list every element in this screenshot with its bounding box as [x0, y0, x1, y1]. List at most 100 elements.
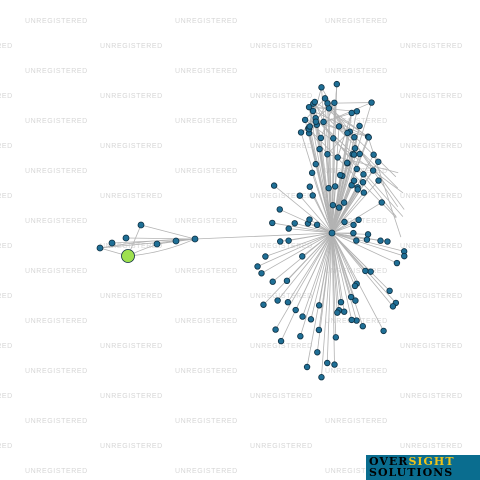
network-node[interactable] [317, 134, 325, 142]
network-node[interactable] [365, 134, 372, 141]
network-node[interactable] [337, 171, 344, 179]
network-node[interactable] [297, 129, 305, 136]
network-node[interactable] [172, 237, 180, 245]
network-node[interactable] [269, 278, 276, 285]
network-node[interactable] [297, 333, 304, 340]
network-node[interactable] [331, 183, 339, 190]
network-node[interactable] [313, 221, 321, 229]
network-node[interactable] [277, 337, 285, 345]
network-node[interactable] [284, 299, 292, 306]
network-node[interactable] [277, 238, 284, 245]
network-node[interactable] [350, 151, 358, 158]
network-node[interactable] [347, 293, 355, 301]
network-node[interactable] [333, 80, 341, 88]
network-node[interactable] [324, 359, 331, 367]
network-node[interactable] [254, 263, 261, 270]
network-node[interactable] [307, 316, 315, 323]
network-node[interactable] [386, 287, 393, 295]
focus-node[interactable] [121, 249, 135, 263]
network-node[interactable] [335, 204, 343, 211]
network-node[interactable] [344, 129, 351, 137]
network-node[interactable] [335, 123, 343, 130]
network-node[interactable] [291, 220, 298, 227]
network-node[interactable] [369, 167, 377, 174]
network-node[interactable] [343, 159, 351, 167]
network-node[interactable] [316, 145, 323, 153]
network-node[interactable] [353, 165, 360, 173]
network-node[interactable] [334, 309, 341, 316]
network-node[interactable] [360, 171, 367, 178]
network-node[interactable] [318, 374, 325, 381]
network-node[interactable] [108, 239, 116, 247]
network-node[interactable] [296, 192, 303, 199]
network-node[interactable] [262, 253, 269, 260]
network-node[interactable] [318, 84, 325, 91]
network-node[interactable] [355, 216, 362, 224]
oversight-solutions-logo[interactable]: OVERSIGHT SOLUTIONS [366, 455, 480, 480]
network-node[interactable] [353, 237, 360, 244]
network-node[interactable] [306, 123, 313, 130]
network-node[interactable] [375, 158, 382, 165]
network-node[interactable] [299, 313, 306, 320]
network-node[interactable] [303, 363, 311, 371]
network-node[interactable] [375, 177, 382, 184]
hub-node[interactable] [328, 229, 336, 237]
network-node[interactable] [389, 303, 397, 310]
network-node[interactable] [329, 201, 337, 209]
network-node[interactable] [312, 160, 319, 168]
network-node[interactable] [308, 169, 316, 177]
network-node[interactable] [360, 189, 368, 196]
network-node[interactable] [315, 302, 323, 309]
network-node[interactable] [350, 177, 358, 184]
network-node[interactable] [309, 192, 316, 199]
network-node[interactable] [356, 150, 363, 158]
network-node[interactable] [314, 349, 321, 356]
network-node[interactable] [292, 306, 299, 314]
network-node[interactable] [359, 179, 367, 186]
network-node[interactable] [348, 109, 355, 117]
network-node[interactable] [299, 253, 306, 260]
network-node[interactable] [370, 151, 377, 158]
network-node[interactable] [341, 218, 348, 226]
network-node[interactable] [380, 327, 387, 335]
network-node[interactable] [354, 186, 361, 193]
network-node[interactable] [378, 199, 385, 206]
network-node[interactable] [359, 323, 366, 330]
network-node[interactable] [321, 95, 329, 102]
network-node[interactable] [341, 308, 348, 315]
network-node[interactable] [301, 116, 309, 124]
network-node[interactable] [393, 259, 401, 267]
network-node[interactable] [306, 183, 314, 190]
network-node[interactable] [350, 229, 357, 237]
network-node[interactable] [315, 326, 323, 334]
network-node[interactable] [285, 237, 292, 244]
network-node[interactable] [340, 199, 348, 206]
network-node[interactable] [324, 151, 331, 158]
network-node[interactable] [401, 252, 408, 260]
network-node[interactable] [384, 238, 391, 245]
network-node[interactable] [331, 99, 338, 106]
network-node[interactable] [330, 135, 337, 142]
network-node[interactable] [332, 334, 340, 341]
network-node[interactable] [351, 282, 359, 290]
network-node[interactable] [309, 107, 317, 115]
network-node[interactable] [368, 99, 375, 106]
network-node[interactable] [258, 270, 265, 277]
network-node[interactable] [367, 268, 374, 275]
network-node[interactable] [270, 182, 278, 189]
network-node[interactable] [137, 221, 145, 229]
network-node[interactable] [272, 326, 279, 333]
network-node[interactable] [352, 297, 359, 304]
network-node[interactable] [312, 118, 320, 125]
network-node[interactable] [153, 240, 161, 248]
network-node[interactable] [324, 100, 331, 107]
network-node[interactable] [351, 145, 359, 152]
network-node[interactable] [285, 225, 292, 232]
network-node[interactable] [311, 98, 318, 106]
network-node[interactable] [269, 219, 276, 227]
network-node[interactable] [320, 118, 327, 126]
network-node[interactable] [122, 234, 130, 242]
bridge-node[interactable] [191, 235, 199, 243]
network-node[interactable] [334, 154, 341, 161]
network-node[interactable] [260, 301, 267, 308]
